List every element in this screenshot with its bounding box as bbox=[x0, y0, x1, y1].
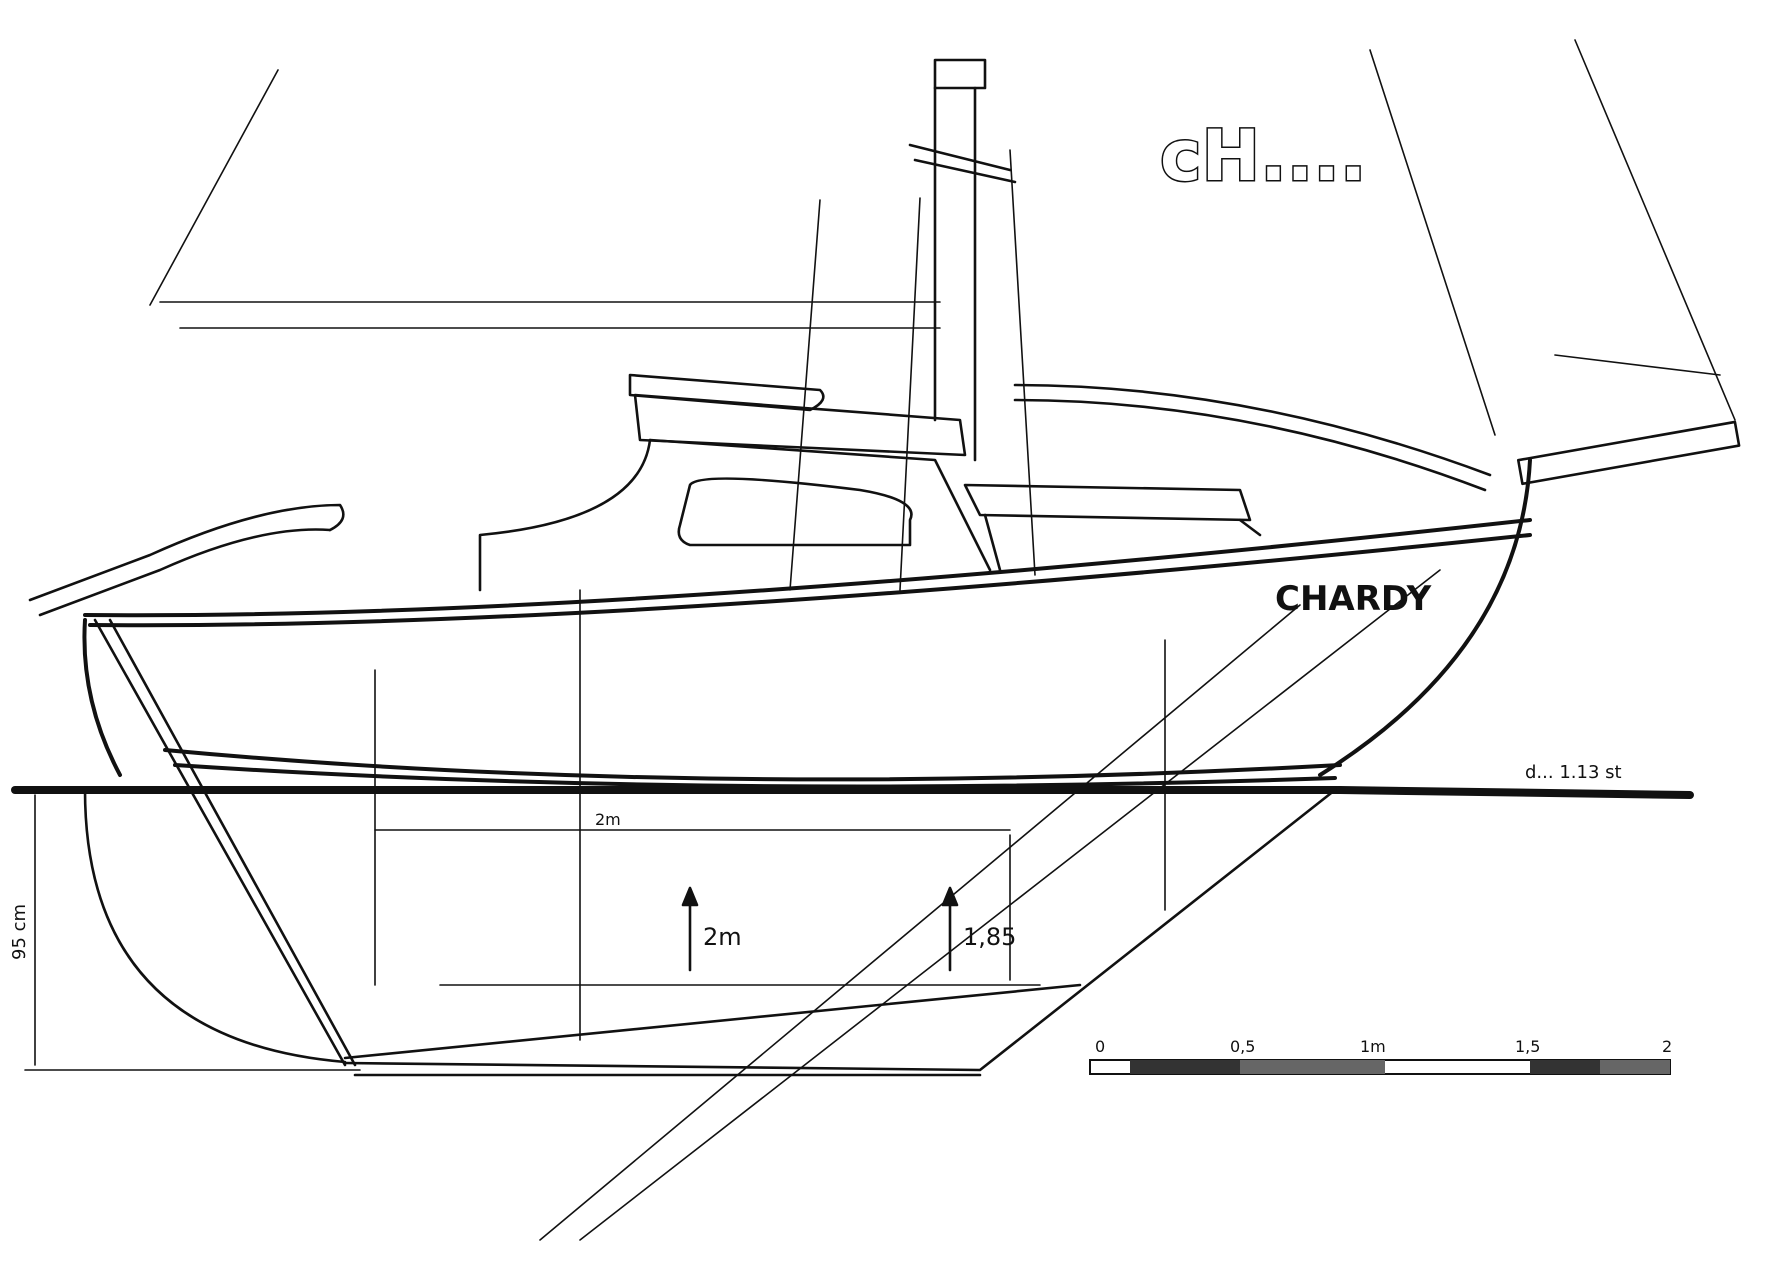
rigging-lines bbox=[149, 39, 1736, 591]
scale-tick-2: 2 bbox=[1662, 1037, 1672, 1056]
waterline-note: d... 1.13 st bbox=[1525, 762, 1622, 783]
hull bbox=[82, 458, 1532, 789]
scale-tick-0: 0 bbox=[1095, 1037, 1105, 1056]
construction-lines bbox=[374, 569, 1441, 1241]
boat-name-label: CHARDY bbox=[1275, 579, 1432, 619]
length-label: 2m bbox=[595, 810, 621, 829]
draft-label: 95 cm bbox=[9, 904, 30, 960]
drawing-title: cH.... bbox=[1160, 115, 1366, 197]
headroom-label-2: 1,85 bbox=[963, 923, 1016, 951]
scale-bar bbox=[1089, 1059, 1671, 1075]
headroom-label-1: 2m bbox=[703, 923, 742, 951]
scale-tick-0-5: 0,5 bbox=[1230, 1037, 1255, 1056]
cabin bbox=[478, 373, 1262, 592]
spars bbox=[28, 383, 1741, 617]
draft-dimension bbox=[24, 794, 361, 1071]
scale-tick-1m: 1m bbox=[1360, 1037, 1386, 1056]
keel bbox=[83, 618, 1337, 1077]
headroom-arrows bbox=[681, 886, 959, 972]
scale-tick-1-5: 1,5 bbox=[1515, 1037, 1540, 1056]
waterline bbox=[11, 786, 1694, 799]
mast bbox=[908, 58, 1017, 462]
